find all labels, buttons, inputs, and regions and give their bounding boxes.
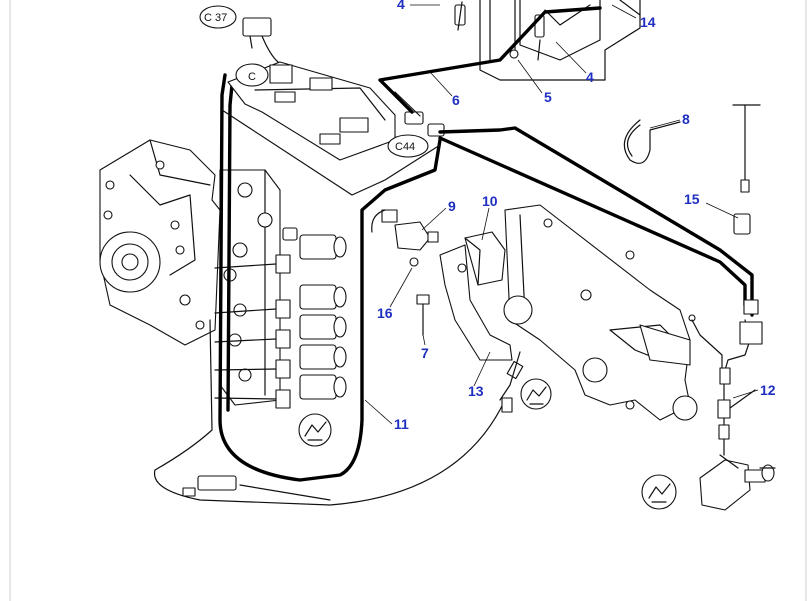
callout-7: 7 bbox=[421, 345, 429, 361]
lower-solenoid bbox=[699, 454, 776, 511]
callouts: 4 14 6 5 4 8 15 9 10 16 7 13 11 12 bbox=[377, 0, 776, 432]
top-machinery bbox=[454, 0, 641, 81]
harness-6 bbox=[378, 6, 602, 117]
sensor-connector-13 bbox=[499, 351, 524, 401]
solenoid-connectors bbox=[214, 254, 291, 409]
hydraulic-pump bbox=[99, 139, 221, 346]
lower-harness bbox=[153, 319, 513, 506]
callout-15: 15 bbox=[684, 191, 700, 207]
part-12-connectors bbox=[717, 299, 763, 456]
callout-5: 5 bbox=[544, 89, 552, 105]
gearbox-housing bbox=[503, 204, 698, 421]
part-13-bracket bbox=[439, 244, 513, 361]
solenoid-valves bbox=[282, 227, 347, 400]
hydraulic-symbol-icon bbox=[520, 378, 552, 410]
part-10-sensor bbox=[464, 231, 506, 286]
part-15 bbox=[732, 104, 761, 235]
callout-4-top: 4 bbox=[397, 0, 405, 12]
part-16-ball bbox=[409, 257, 419, 267]
label-c44: C44 bbox=[395, 141, 415, 153]
part-9-switch bbox=[371, 209, 439, 251]
callout-12: 12 bbox=[760, 382, 776, 398]
callout-4: 4 bbox=[586, 69, 594, 85]
connector-c37: C 37 bbox=[199, 5, 279, 63]
callout-8: 8 bbox=[682, 111, 690, 127]
leader-lines bbox=[364, 4, 759, 425]
label-c: C bbox=[248, 71, 256, 83]
callout-10: 10 bbox=[482, 193, 498, 209]
callout-9: 9 bbox=[448, 198, 456, 214]
part-7-bolt bbox=[416, 294, 430, 336]
callout-11: 11 bbox=[394, 416, 409, 432]
callout-16: 16 bbox=[377, 305, 393, 321]
harness-11 bbox=[218, 73, 442, 482]
housing-sensor-wire bbox=[688, 314, 723, 369]
clamp-8 bbox=[623, 119, 681, 164]
callout-6: 6 bbox=[452, 92, 460, 108]
callout-14: 14 bbox=[640, 14, 656, 30]
control-module: C bbox=[227, 61, 396, 161]
connector-c44: C44 bbox=[387, 111, 445, 158]
label-c37: C 37 bbox=[204, 12, 227, 24]
hydraulic-symbol-icon bbox=[298, 413, 332, 447]
hydraulic-symbol-icon bbox=[641, 474, 677, 510]
callout-13: 13 bbox=[468, 383, 484, 399]
